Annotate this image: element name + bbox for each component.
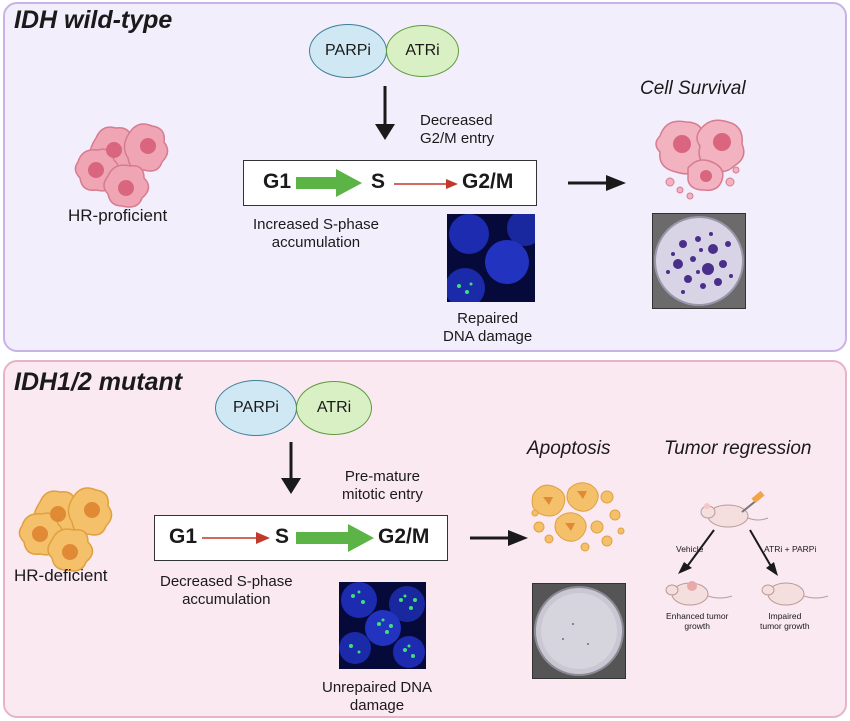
top-drug-down-arrow [375, 86, 395, 140]
bottom-cell-label: HR-deficient [14, 566, 108, 585]
surviving-cells-icon [655, 119, 745, 200]
bottom-dna-note: Unrepaired DNA damage [322, 679, 432, 715]
bottom-atri-label: ATRi [316, 399, 352, 416]
bottom-outcome-title: Apoptosis [527, 438, 611, 459]
colony-plate-apoptosis-image [532, 583, 626, 679]
top-g2m-note: Decreased G2/M entry [420, 112, 494, 148]
bottom-mitotic-note: Pre-mature mitotic entry [342, 468, 423, 504]
treated-mouse-icon [700, 490, 769, 528]
right-result-label: Impaired tumor growth [760, 611, 810, 631]
bottom-weak-arrow-g1-s [202, 532, 270, 544]
bottom-phase-g1: G1 [169, 525, 198, 548]
top-cell-label: HR-proficient [68, 206, 168, 225]
left-result-line2: growth [684, 621, 710, 631]
bottom-s-phase-note-line1: Decreased S-phase [160, 573, 293, 590]
top-atri-label: ATRi [405, 42, 440, 59]
apoptotic-cells-icon [531, 482, 625, 552]
top-s-phase-note-line2: accumulation [271, 234, 361, 251]
bottom-s-phase-note: Decreased S-phase accumulation [160, 573, 293, 609]
top-parpi-label: PARPi [325, 42, 371, 59]
bottom-mitotic-note-line1: Pre-mature [344, 468, 420, 485]
top-atri-bubble: ATRi [386, 25, 459, 77]
bottom-dna-note-line2: damage [349, 697, 405, 714]
top-cell-cycle-box [243, 160, 537, 206]
repaired-dna-microscopy-image [447, 214, 535, 302]
top-strong-arrow-g1-s [296, 169, 362, 197]
top-phase-g1: G1 [263, 170, 292, 193]
regression-title: Tumor regression [664, 438, 812, 459]
top-outcome-title: Cell Survival [640, 78, 746, 99]
top-phase-g2m: G2/M [462, 170, 514, 193]
bottom-phase-s: S [275, 525, 290, 548]
bottom-drug-down-arrow [281, 442, 301, 494]
top-weak-arrow-s-g2m [394, 179, 458, 189]
top-parpi-bubble: PARPi [309, 24, 387, 78]
top-s-phase-note: Increased S-phase accumulation [253, 216, 379, 252]
bottom-outcome-arrow [470, 530, 528, 546]
vehicle-mouse-icon [665, 581, 733, 606]
bottom-atri-bubble: ATRi [296, 381, 372, 435]
top-dna-note: Repaired DNA damage [443, 310, 532, 346]
top-phase-s: S [371, 170, 386, 193]
hr-deficient-cells-icon [18, 487, 113, 572]
bottom-strong-arrow-s-g2m [296, 524, 374, 552]
bottom-phase-g2m: G2/M [378, 525, 430, 548]
bottom-plate-drawing [534, 586, 624, 676]
top-g2m-note-line2: G2/M entry [420, 130, 495, 147]
right-result-line1: Impaired [768, 611, 802, 621]
bottom-s-phase-note-line2: accumulation [182, 591, 271, 608]
top-s-phase-note-line1: Increased S-phase [253, 216, 379, 233]
top-g2m-note-line1: Decreased [420, 112, 493, 129]
bottom-parpi-bubble: PARPi [215, 380, 297, 436]
left-result-label: Enhanced tumor growth [666, 611, 728, 631]
branch-left-label: Vehicle [676, 544, 704, 554]
hr-proficient-cells-icon [74, 123, 169, 208]
top-microscopy-nuclei [447, 214, 535, 302]
combo-mouse-icon [761, 582, 829, 606]
bottom-mitotic-note-line2: mitotic entry [342, 486, 423, 503]
branch-right-label: ATRi + PARPi [764, 544, 817, 554]
mouse-tumor-regression-icon [665, 490, 829, 606]
top-dna-note-line1: Repaired [457, 310, 519, 327]
top-outcome-arrow [568, 175, 626, 191]
colony-plate-survival-image [652, 213, 746, 309]
top-dna-note-line2: DNA damage [443, 328, 533, 345]
left-result-line1: Enhanced tumor [666, 611, 729, 621]
bottom-parpi-label: PARPi [233, 399, 279, 416]
top-plate-drawing [654, 216, 744, 306]
bottom-dna-note-line1: Unrepaired DNA [322, 679, 433, 696]
unrepaired-dna-microscopy-image [339, 582, 426, 669]
top-panel-title: IDH wild-type [14, 6, 173, 34]
right-result-line2: tumor growth [760, 621, 810, 631]
bottom-panel-title: IDH1/2 mutant [14, 368, 183, 396]
bottom-microscopy-nuclei [339, 582, 425, 668]
